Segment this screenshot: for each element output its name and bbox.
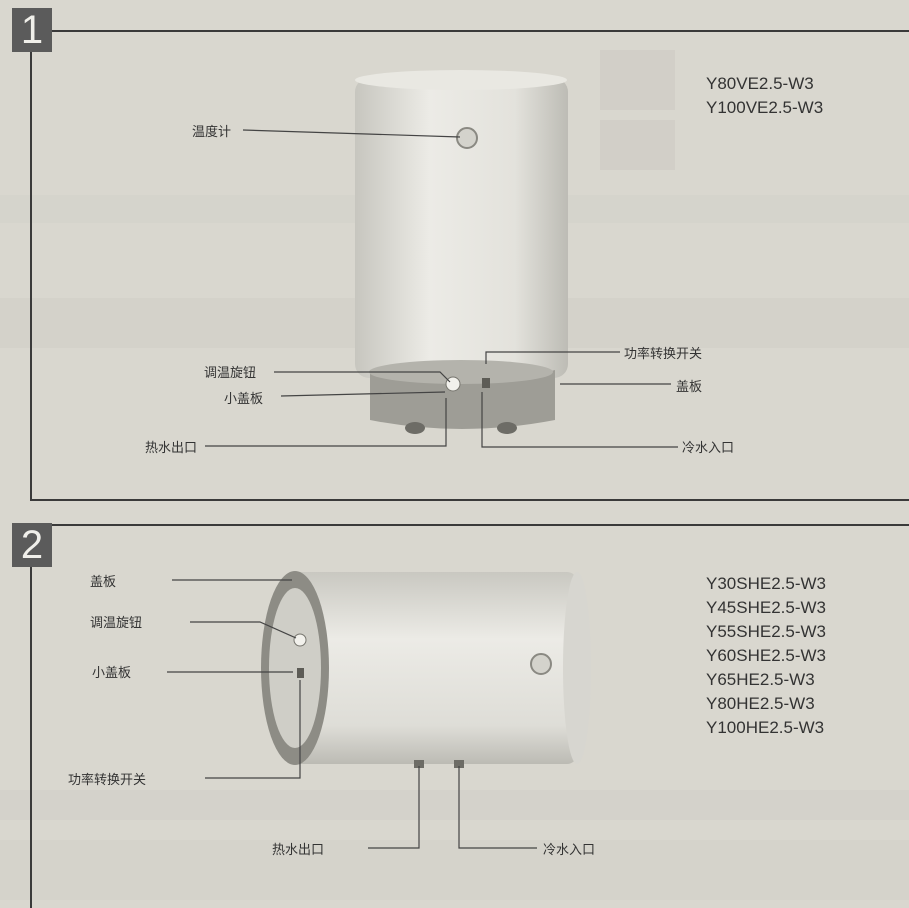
bleed-through-block	[0, 790, 909, 820]
figure-number-badge: 2	[12, 523, 52, 567]
model-name: Y60SHE2.5-W3	[706, 646, 826, 665]
figure-number-badge: 1	[12, 8, 52, 52]
power-switch	[297, 668, 304, 678]
temp-knob	[293, 633, 307, 647]
model-name: Y55SHE2.5-W3	[706, 622, 826, 641]
power-switch	[482, 378, 490, 388]
model-name: Y100VE2.5-W3	[706, 98, 824, 117]
model-name: Y30SHE2.5-W3	[706, 574, 826, 593]
label-thermometer: 温度计	[192, 125, 232, 140]
model-name: Y45SHE2.5-W3	[706, 598, 826, 617]
figure-panel-1	[30, 30, 909, 501]
model-name: Y65HE2.5-W3	[706, 670, 815, 689]
label-hot-outlet: 热水出口	[272, 843, 325, 858]
label-temp-knob: 调温旋钮	[204, 366, 257, 381]
label-cover: 盖板	[90, 575, 117, 590]
model-list-2: Y30SHE2.5-W3 Y45SHE2.5-W3 Y55SHE2.5-W3 Y…	[706, 572, 826, 740]
label-small-cover: 小盖板	[92, 666, 132, 681]
bleed-through-block	[600, 50, 675, 110]
temp-knob	[445, 376, 461, 392]
label-small-cover: 小盖板	[224, 392, 264, 407]
label-cold-inlet: 冷水入口	[543, 843, 596, 858]
label-cover: 盖板	[676, 380, 703, 395]
horizontal-water-heater	[261, 571, 591, 768]
figure-panel-2	[30, 524, 909, 908]
model-list-1: Y80VE2.5-W3 Y100VE2.5-W3	[706, 72, 823, 120]
label-hot-outlet: 热水出口	[145, 441, 198, 456]
label-cold-inlet: 冷水入口	[682, 441, 735, 456]
leader-lines-2	[167, 579, 537, 849]
thermometer-dial	[456, 127, 478, 149]
label-power-switch: 功率转换开关	[624, 347, 703, 362]
leader-lines-1	[205, 129, 678, 448]
bleed-through-block	[600, 120, 675, 170]
label-temp-knob: 调温旋钮	[90, 616, 143, 631]
model-name: Y80VE2.5-W3	[706, 74, 814, 93]
model-name: Y100HE2.5-W3	[706, 718, 825, 737]
bleed-through-block	[0, 840, 909, 900]
label-power-switch: 功率转换开关	[68, 773, 147, 788]
thermometer-dial	[530, 653, 552, 675]
vertical-water-heater	[355, 70, 568, 434]
model-name: Y80HE2.5-W3	[706, 694, 815, 713]
